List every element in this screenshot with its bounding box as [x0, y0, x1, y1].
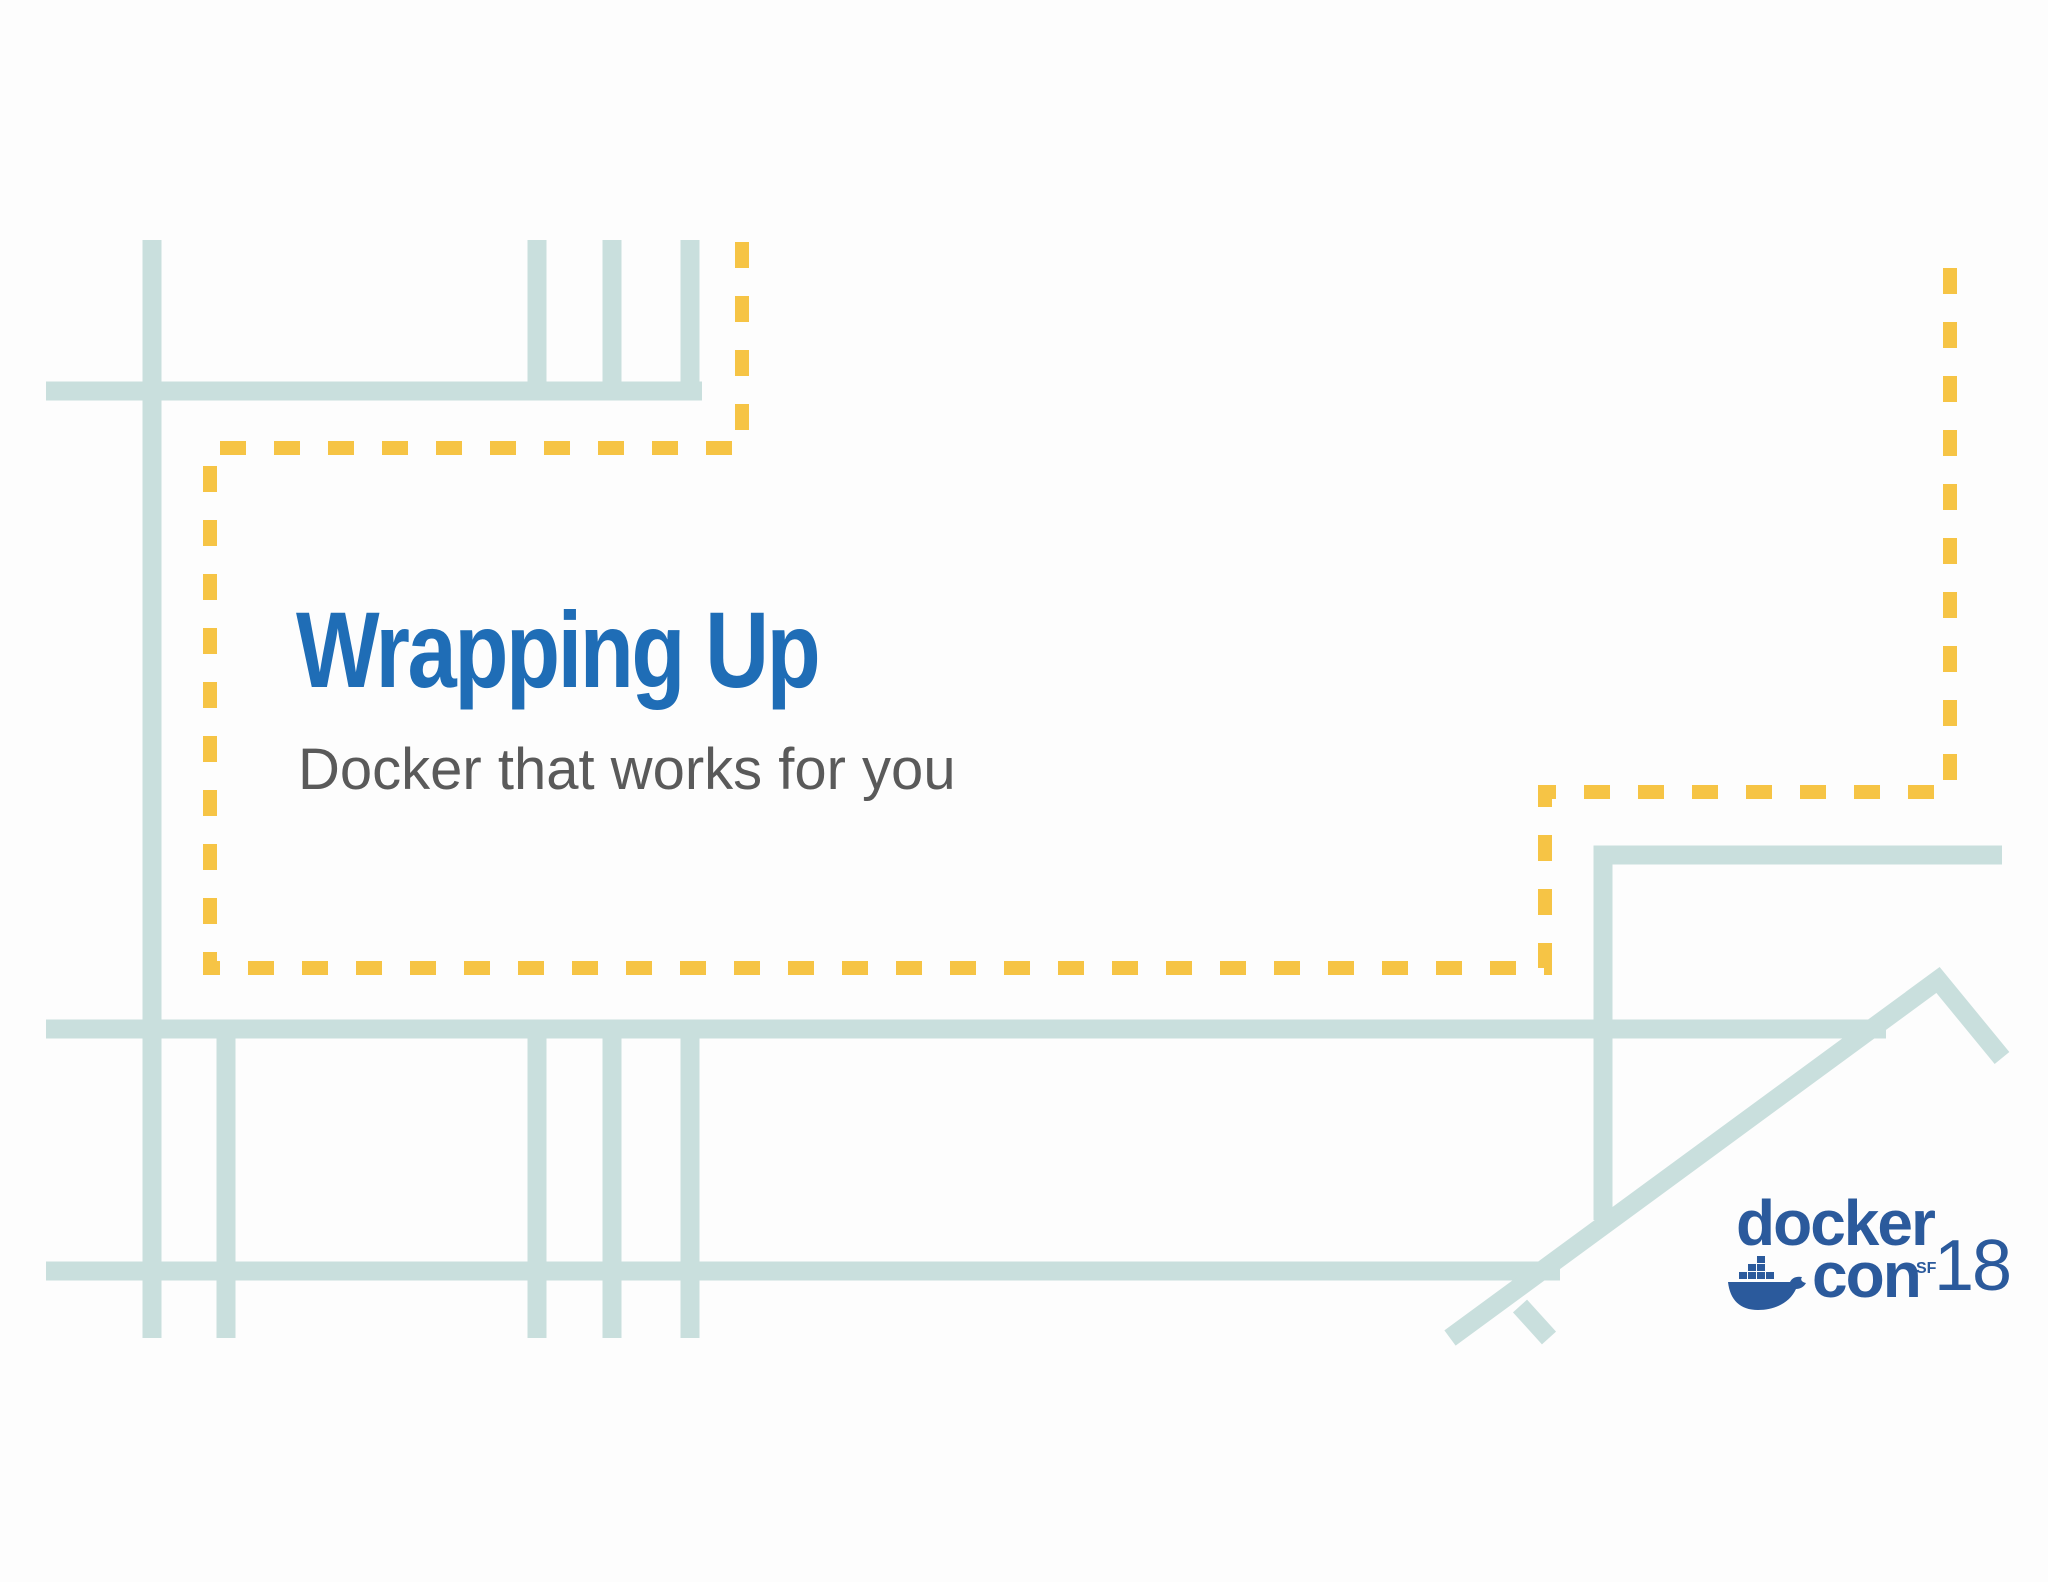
dashed-route-path	[203, 242, 1957, 975]
docker-whale-icon	[1728, 1256, 1806, 1310]
logo-word-docker: docker	[1736, 1187, 1936, 1259]
slide-title: Wrapping Up	[296, 589, 821, 710]
logo-year: 18	[1934, 1226, 2012, 1306]
dockercon-logo: docker con SF 18	[1726, 1188, 2012, 1316]
logo-location: SF	[1916, 1260, 1937, 1277]
logo-word-con: con	[1812, 1239, 1922, 1311]
track-lines	[46, 240, 2010, 1346]
slide-subtitle: Docker that works for you	[298, 737, 956, 802]
